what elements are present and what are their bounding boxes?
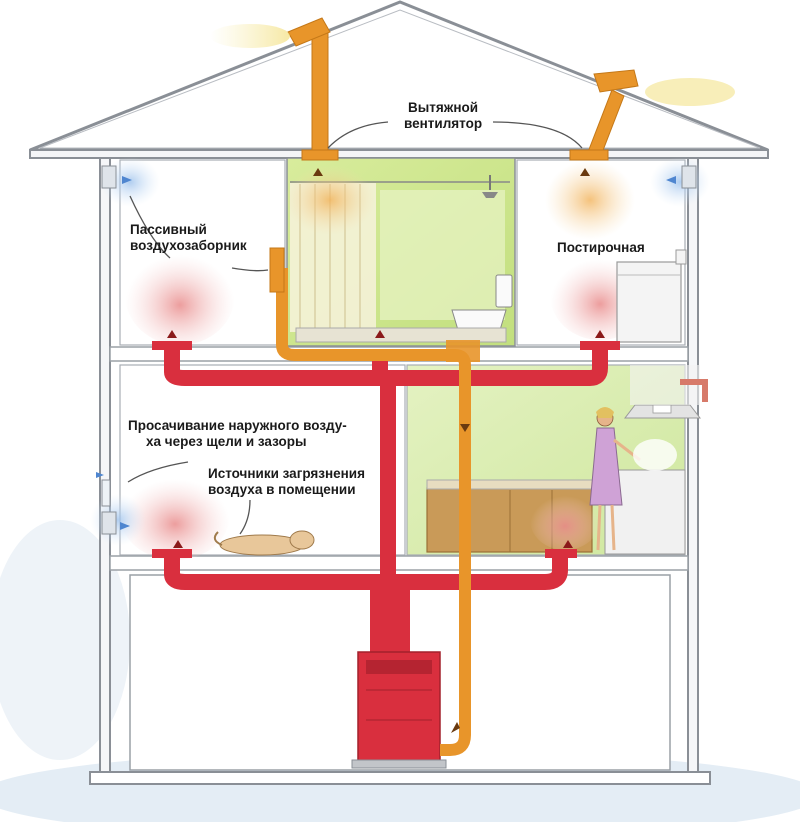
register-upper-left	[152, 341, 192, 350]
blue-glow-lower-left	[90, 494, 146, 546]
register-kitchen	[545, 549, 577, 558]
side-haze-left	[0, 520, 130, 760]
outside-air-arrows	[96, 176, 676, 530]
bath-window-light	[380, 190, 505, 320]
bathtub	[295, 327, 507, 343]
furnace-icon	[351, 651, 447, 769]
roof-inner-line	[39, 9, 761, 149]
right-exterior-wall	[687, 157, 699, 779]
bath-roof-cap	[287, 17, 331, 47]
middle-floor-slab	[109, 555, 689, 571]
bath-roof-stack	[311, 29, 329, 153]
cooking-steam	[633, 439, 677, 471]
passive-intake-label-line1: Пассивный	[130, 222, 207, 237]
supply-trunk	[370, 590, 410, 652]
countertop	[426, 479, 603, 490]
exhaust-fan-label: Вытяжной вентилятор	[404, 100, 482, 132]
glow-middle-left	[120, 470, 230, 560]
roof	[29, 0, 769, 152]
foundation	[89, 771, 711, 785]
passive-intake-label: Пассивный воздухозаборник	[130, 222, 247, 254]
infiltration-label: Просачивание наружного возду- ха через щ…	[128, 418, 347, 450]
eave	[29, 149, 769, 159]
dog-icon	[213, 530, 315, 556]
woman-cooking-icon	[589, 407, 641, 551]
infiltration-label-line2: ха через щели и зазоры	[146, 434, 307, 449]
laundry-label: Постирочная	[557, 240, 645, 256]
laundry-label-line1: Постирочная	[557, 240, 645, 255]
air-vent-icon	[101, 165, 697, 535]
blue-glow-upper-right	[650, 157, 710, 207]
exhaust-fan-label-line1: Вытяжной	[408, 100, 479, 115]
range-hood-icon	[623, 365, 702, 419]
callout-lines	[127, 121, 583, 535]
hood-vent-duct	[680, 379, 708, 402]
glow-bath-fan	[285, 165, 375, 235]
register-laundry	[580, 341, 620, 350]
pollution-sources-label-line1: Источники загрязнения	[208, 466, 365, 481]
exhaust-fan-icon	[301, 149, 339, 161]
left-exterior-wall	[99, 157, 111, 779]
roof-glow-left	[210, 24, 290, 48]
laundry-exhaust-fan	[569, 149, 609, 161]
bath-wall-grille	[269, 247, 285, 293]
shower-icon	[482, 175, 498, 198]
laundry-roof-cap	[593, 69, 639, 93]
roof-glow-right	[645, 78, 735, 106]
exhaust-junction	[446, 340, 480, 362]
flow-arrows-supply	[167, 330, 605, 548]
glow-laundry-fan	[545, 160, 635, 240]
pollution-sources-label-line2: воздуха в помещении	[208, 482, 356, 497]
glow-kitchen-floor	[530, 490, 600, 550]
exhaust-fan-label-line2: вентилятор	[404, 116, 483, 131]
flow-arrows-exhaust	[313, 168, 590, 733]
washing-machine-icon	[616, 249, 687, 343]
register-middle-left	[152, 549, 192, 558]
pollution-sources-label: Источники загрязнения воздуха в помещени…	[208, 466, 365, 498]
passive-intake-label-line2: воздухозаборник	[130, 238, 247, 253]
glow-upper-left	[125, 245, 235, 345]
infiltration-label-line1: Просачивание наружного возду-	[128, 418, 347, 433]
